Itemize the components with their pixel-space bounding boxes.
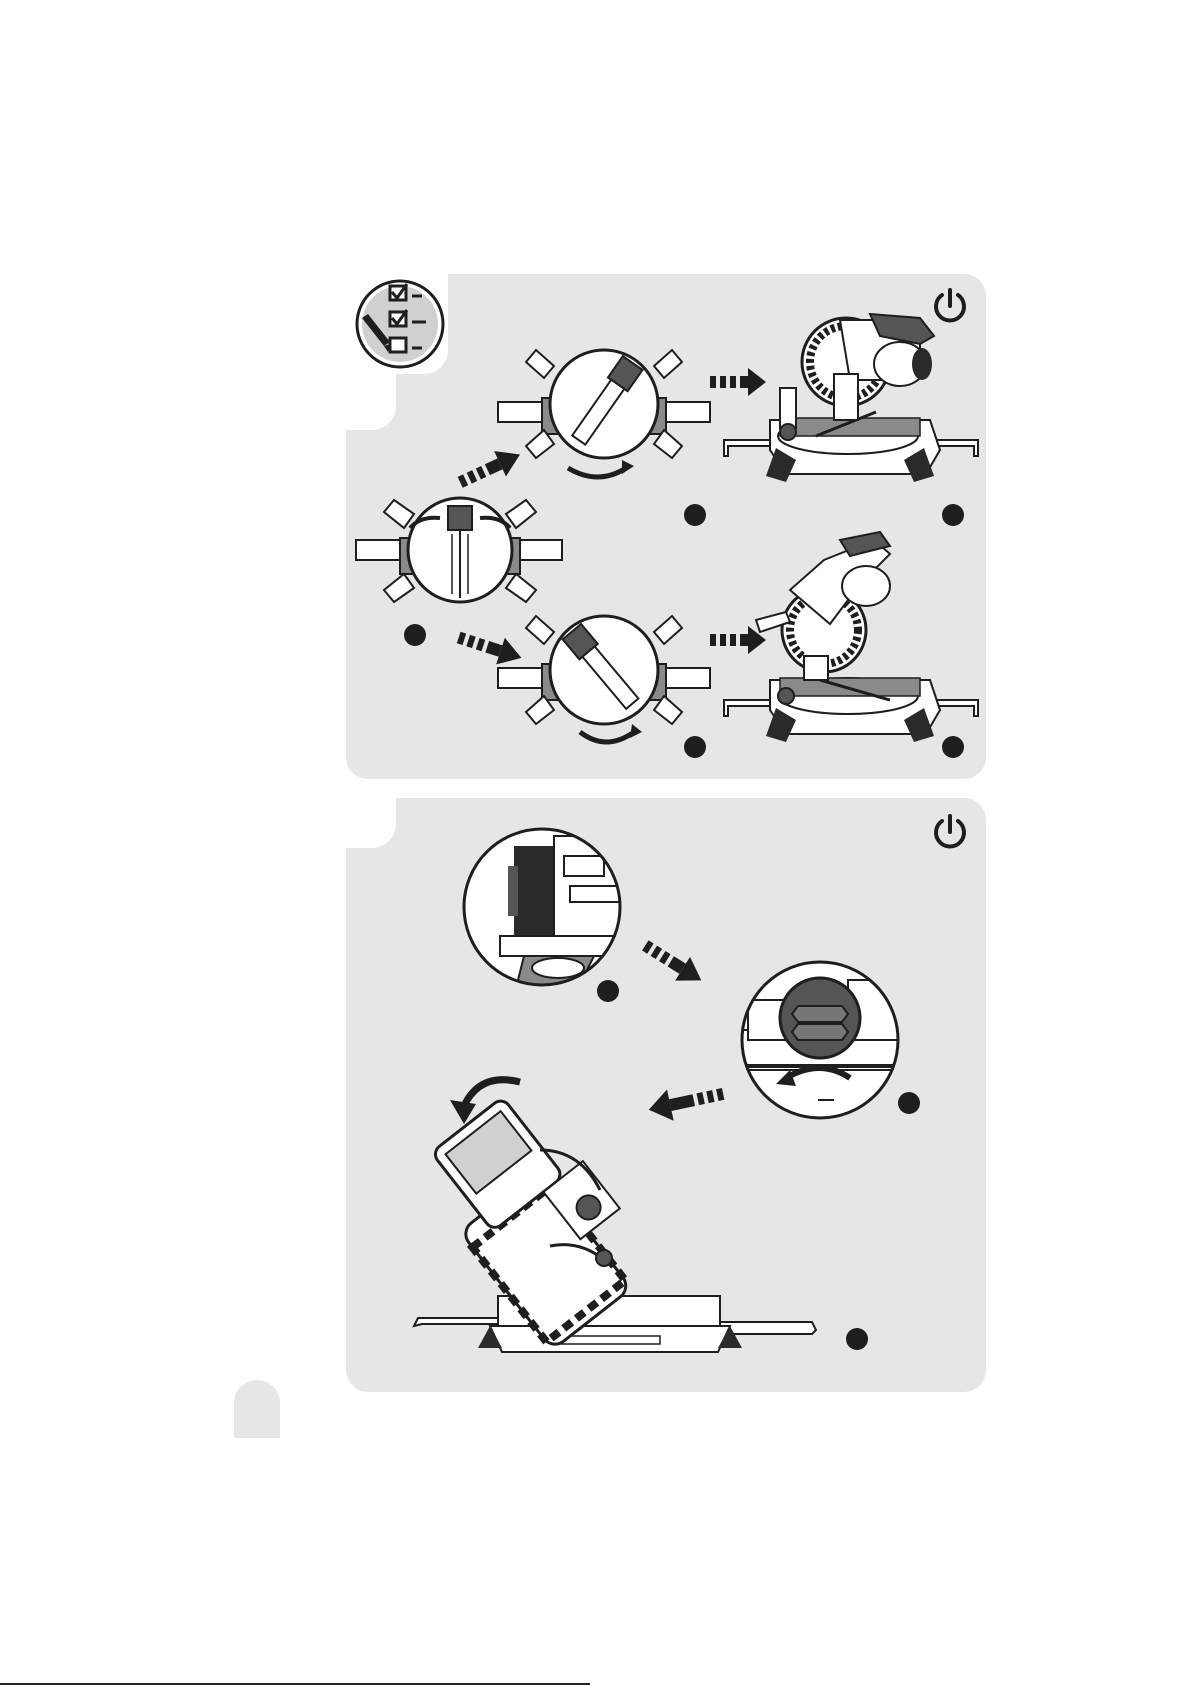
panel-notch [330, 786, 396, 848]
step-3-marker [846, 1328, 868, 1350]
bevel-knob-detail [460, 826, 624, 988]
miter-saw-perspective-left [720, 308, 982, 488]
step-2-marker [684, 504, 706, 526]
step-1-marker [404, 624, 426, 646]
miter-saw-bevel-tilted [410, 1080, 820, 1362]
saw-top-view-rotated-right [496, 606, 712, 756]
step-2-marker [898, 1092, 920, 1114]
checklist-icon [352, 276, 448, 372]
saw-top-view-rotated-left [496, 340, 712, 490]
saw-top-view-initial [352, 494, 568, 606]
power-icon [930, 812, 970, 852]
arrow-down-right-icon [638, 936, 712, 992]
page-number-tab [234, 1380, 280, 1438]
miter-saw-perspective-right [720, 530, 982, 746]
step-4-marker [942, 504, 964, 526]
step-5-marker [942, 736, 964, 758]
step-3-marker [684, 736, 706, 758]
step-1-marker [597, 980, 619, 1002]
